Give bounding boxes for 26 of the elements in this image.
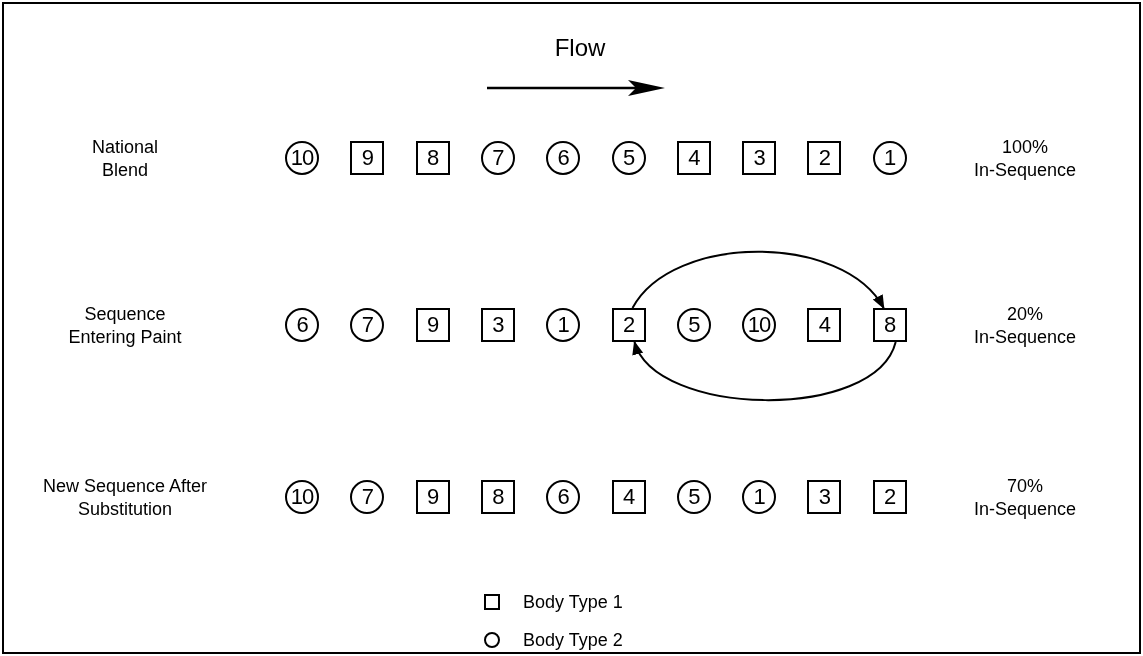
- row-label: New Sequence After Substitution: [41, 474, 209, 520]
- row-label: National Blend: [90, 135, 159, 181]
- percentage-label: 70% In-Sequence: [972, 474, 1078, 520]
- curved-arrow: [631, 250, 885, 310]
- row-label: Sequence Entering Paint: [67, 302, 183, 348]
- square-node: 9: [350, 141, 385, 175]
- square-node: 3: [742, 141, 777, 175]
- square-node: 2: [807, 141, 842, 175]
- square-node: 4: [807, 308, 842, 342]
- square-node: 8: [480, 480, 515, 514]
- square-node: 3: [807, 480, 842, 514]
- square-node: 2: [872, 480, 907, 514]
- square-node: 2: [611, 308, 646, 342]
- square-node: 3: [480, 308, 515, 342]
- square-node: 4: [611, 480, 646, 514]
- legend-label: Body Type 2: [523, 631, 623, 649]
- square-node: 9: [415, 308, 450, 342]
- square-node: 4: [676, 141, 711, 175]
- square-node: 8: [872, 308, 907, 342]
- percentage-label: 20% In-Sequence: [972, 302, 1078, 348]
- percentage-label: 100% In-Sequence: [972, 135, 1078, 181]
- curved-arrow: [633, 340, 897, 402]
- square-node: 8: [415, 141, 450, 175]
- flow-label: Flow: [553, 33, 607, 63]
- square-node: 9: [415, 480, 450, 514]
- legend-label: Body Type 1: [523, 593, 623, 611]
